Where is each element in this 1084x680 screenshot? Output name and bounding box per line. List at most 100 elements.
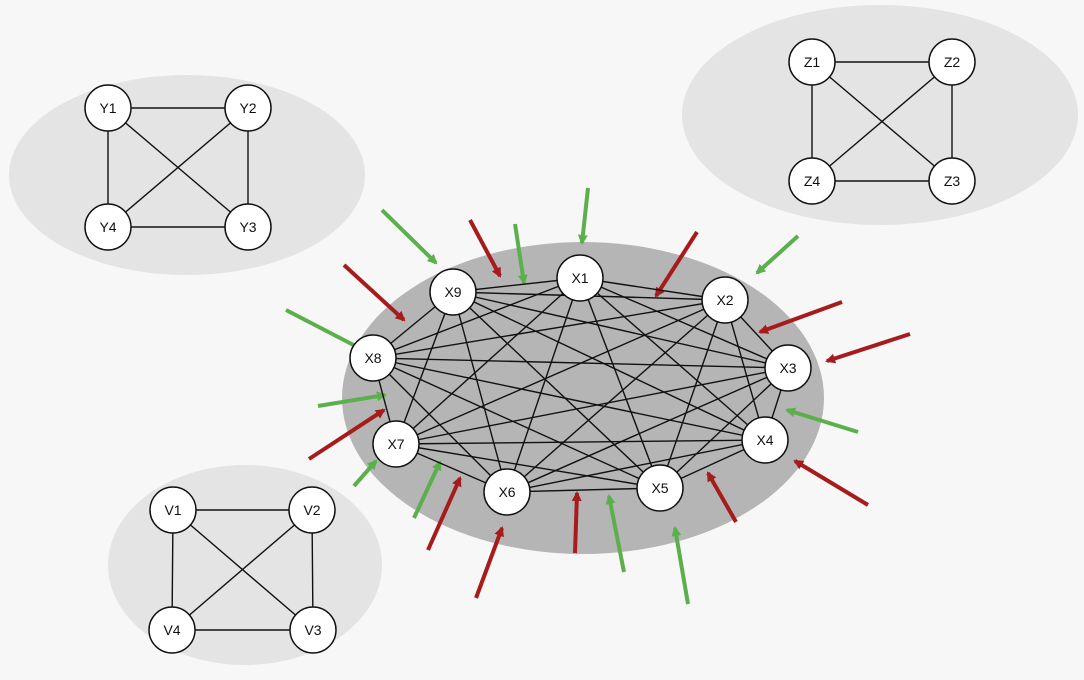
red-arrow [793, 459, 870, 507]
node-x3: X3 [764, 344, 812, 392]
node-label: X5 [651, 480, 668, 496]
red-arrow [426, 476, 462, 551]
node-circle [84, 84, 132, 132]
node-y3: Y3 [224, 203, 272, 251]
node-circle [556, 254, 604, 302]
node-circle [224, 203, 272, 251]
node-label: Z4 [804, 173, 821, 189]
node-label: Y1 [99, 100, 116, 116]
node-circle [928, 157, 976, 205]
node-circle [429, 268, 477, 316]
edge-x4-x9 [452, 291, 766, 441]
edge-x6-x9 [452, 291, 508, 493]
node-x6: X6 [483, 468, 531, 516]
node-label: X4 [756, 432, 773, 448]
node-x7: X7 [372, 420, 420, 468]
node-x1: X1 [556, 254, 604, 302]
node-label: Z2 [944, 54, 961, 70]
node-x8: X8 [349, 334, 397, 382]
node-y1: Y1 [84, 84, 132, 132]
node-label: Y4 [99, 219, 116, 235]
edge-x5-x9 [452, 291, 661, 489]
node-label: X6 [498, 484, 515, 500]
edge-x6-x8 [372, 357, 508, 493]
edge-x1-x6 [506, 277, 581, 493]
edge-x5-x7 [395, 443, 661, 489]
node-label: X9 [444, 284, 461, 300]
node-circle [84, 203, 132, 251]
node-z3: Z3 [928, 157, 976, 205]
node-circle [928, 38, 976, 86]
node-circle [288, 486, 336, 534]
red-arrow [342, 263, 406, 322]
node-label: Y2 [239, 100, 256, 116]
green-arrow [352, 459, 378, 488]
node-circle [149, 486, 197, 534]
green-arrow [412, 460, 442, 519]
node-label: X7 [387, 436, 404, 452]
red-arrow [654, 230, 699, 298]
edge-x1-x5 [579, 277, 661, 489]
cluster-z-background [682, 5, 1078, 225]
red-arrow [474, 526, 504, 599]
node-circle [289, 606, 337, 654]
green-arrow [755, 234, 800, 275]
node-y2: Y2 [224, 84, 272, 132]
green-arrow [605, 494, 626, 573]
node-v2: V2 [288, 486, 336, 534]
edge-x3-x6 [506, 367, 789, 493]
node-circle [701, 276, 749, 324]
edge-y2-y4 [107, 107, 249, 228]
node-z4: Z4 [788, 157, 836, 205]
edge-x2-x5 [659, 299, 726, 489]
edge-x2-x4 [724, 299, 766, 441]
node-z2: Z2 [928, 38, 976, 86]
node-v1: V1 [149, 486, 197, 534]
node-z1: Z1 [788, 38, 836, 86]
edge-x1-x3 [579, 277, 789, 369]
node-label: Z1 [804, 54, 821, 70]
node-circle [636, 464, 684, 512]
edge-x3-x9 [452, 291, 789, 369]
node-label: Y3 [239, 219, 256, 235]
edge-x3-x8 [372, 357, 789, 369]
edge-x1-x8 [372, 277, 581, 359]
node-x9: X9 [429, 268, 477, 316]
edge-x1-x4 [579, 277, 766, 441]
green-arrow [671, 526, 690, 605]
red-arrow [758, 300, 843, 334]
node-x2: X2 [701, 276, 749, 324]
node-circle [764, 344, 812, 392]
node-circle [483, 468, 531, 516]
node-v4: V4 [148, 606, 196, 654]
edge-x3-x7 [395, 367, 789, 445]
red-arrow [825, 332, 911, 364]
node-label: V4 [163, 622, 180, 638]
node-circle [349, 334, 397, 382]
node-circle [148, 606, 196, 654]
node-label: V2 [303, 502, 320, 518]
node-circle [372, 420, 420, 468]
edge-v2-v4 [171, 509, 313, 631]
node-x5: X5 [636, 464, 684, 512]
node-label: X8 [364, 350, 381, 366]
edge-x3-x5 [659, 367, 789, 489]
green-arrow [380, 208, 438, 265]
red-arrow [468, 219, 502, 278]
node-circle [788, 38, 836, 86]
green-arrow [513, 223, 528, 285]
edge-x1-x2 [579, 277, 726, 301]
node-circle [741, 416, 789, 464]
node-x4: X4 [741, 416, 789, 464]
cluster-x-background [342, 242, 824, 554]
green-arrow [317, 391, 387, 408]
red-arrow [307, 408, 386, 461]
node-y4: Y4 [84, 203, 132, 251]
edge-x2-x7 [395, 299, 726, 445]
node-label: X1 [571, 270, 588, 286]
node-label: X2 [716, 292, 733, 308]
node-circle [224, 84, 272, 132]
node-label: V3 [304, 622, 321, 638]
edge-z2-z4 [811, 61, 953, 182]
